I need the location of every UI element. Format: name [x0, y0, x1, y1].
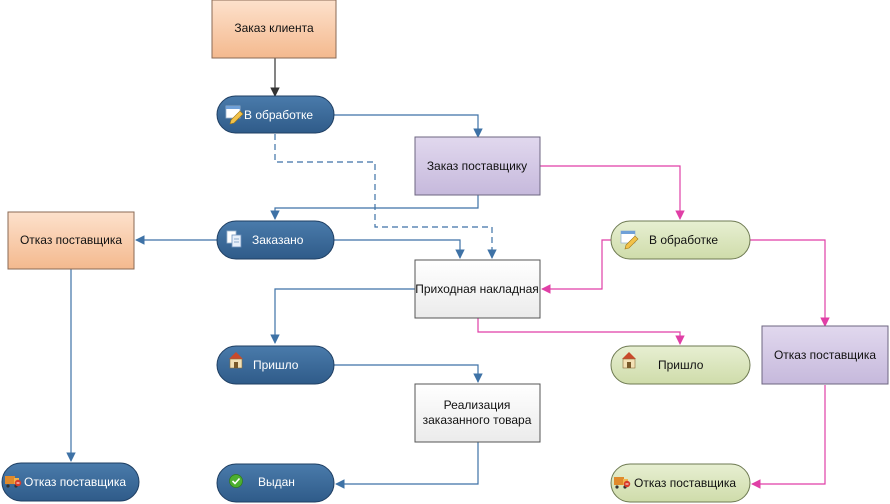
node-otkaz-postavshika-left[interactable]: Отказ поставщика	[7, 211, 135, 270]
node-zakaz-klienta[interactable]: Заказ клиента	[211, 0, 337, 59]
edge-zakaz-postavshiku-to-v-obrabotke-supplier	[540, 165, 685, 220]
node-prihodnaya-nakladnaya[interactable]: Приходная накладная	[414, 259, 541, 319]
truck-cancel-icon	[614, 477, 631, 489]
status-otkaz-right[interactable]: Отказ поставщика	[610, 463, 751, 503]
copy-documents-icon	[226, 230, 242, 248]
prishlo-client-label: Пришло	[253, 358, 299, 372]
node-otkaz-postavshika-right[interactable]: Отказ поставщика	[761, 325, 889, 385]
v-obrabotke-client-label: В обработке	[244, 108, 313, 122]
edge-v-obrabotke-supplier-to-otkaz-box	[750, 239, 830, 327]
otkaz-left-label: Отказ поставщика	[24, 475, 126, 489]
otkaz-postavshika-left-label: Отказ поставщика	[20, 233, 122, 247]
status-zakazano[interactable]: Заказано	[216, 220, 335, 260]
edge-prishlo-to-realizaciya	[334, 364, 483, 383]
edge-nakladnaya-to-prishlo	[270, 288, 415, 344]
vydan-label: Выдан	[258, 475, 295, 489]
status-v-obrabotke-client[interactable]: В обработке	[216, 95, 335, 134]
edge-realizaciya-to-vydan	[335, 442, 479, 489]
connectors	[66, 58, 830, 489]
otkaz-right-label: Отказ поставщика	[634, 476, 736, 490]
status-prishlo-client[interactable]: Пришло	[216, 345, 335, 385]
status-v-obrabotke-supplier[interactable]: В обработке	[610, 220, 751, 260]
edit-document-icon	[225, 105, 244, 125]
edge-otkaz-box-to-otkaz-status-supplier	[751, 385, 826, 489]
edge-nakladnaya-to-prishlo-supplier	[477, 318, 685, 345]
status-prishlo-supplier[interactable]: Пришло	[610, 345, 751, 385]
status-otkaz-left[interactable]: Отказ поставщика	[1, 462, 140, 502]
zakaz-klienta-label: Заказ клиента	[234, 21, 314, 35]
prishlo-supplier-label: Пришло	[658, 358, 704, 372]
edge-zakazano-to-nakladnaya	[334, 239, 465, 259]
prihodnaya-nakladnaya-label: Приходная накладная	[415, 282, 539, 296]
realizaciya-label-line2: заказанного товара	[423, 413, 532, 427]
otkaz-postavshika-right-label: Отказ поставщика	[774, 348, 876, 362]
truck-cancel-icon	[5, 476, 22, 488]
edge-v-obrabotke-to-zakaz-postavshiku	[334, 114, 483, 138]
edge-v-obrabotke-dashed-to-nakladnaya	[274, 134, 497, 259]
edge-v-obrabotke-supplier-to-nakladnaya	[541, 239, 611, 294]
realizaciya-label-line1: Реализация	[444, 398, 511, 412]
zakaz-postavshiku-label: Заказ поставщику	[427, 159, 527, 173]
edge-zakaz-postavshiku-to-zakazano	[270, 195, 479, 220]
node-zakaz-postavshiku[interactable]: Заказ поставщику	[414, 136, 541, 196]
node-realizaciya[interactable]: Реализация заказанного товара	[414, 383, 541, 443]
v-obrabotke-supplier-label: В обработке	[649, 233, 718, 247]
check-circle-icon	[229, 474, 243, 488]
zakazano-label: Заказано	[252, 233, 304, 247]
home-icon	[622, 352, 636, 369]
status-vydan[interactable]: Выдан	[216, 463, 335, 503]
edit-document-icon	[620, 230, 639, 250]
home-icon	[229, 352, 243, 369]
